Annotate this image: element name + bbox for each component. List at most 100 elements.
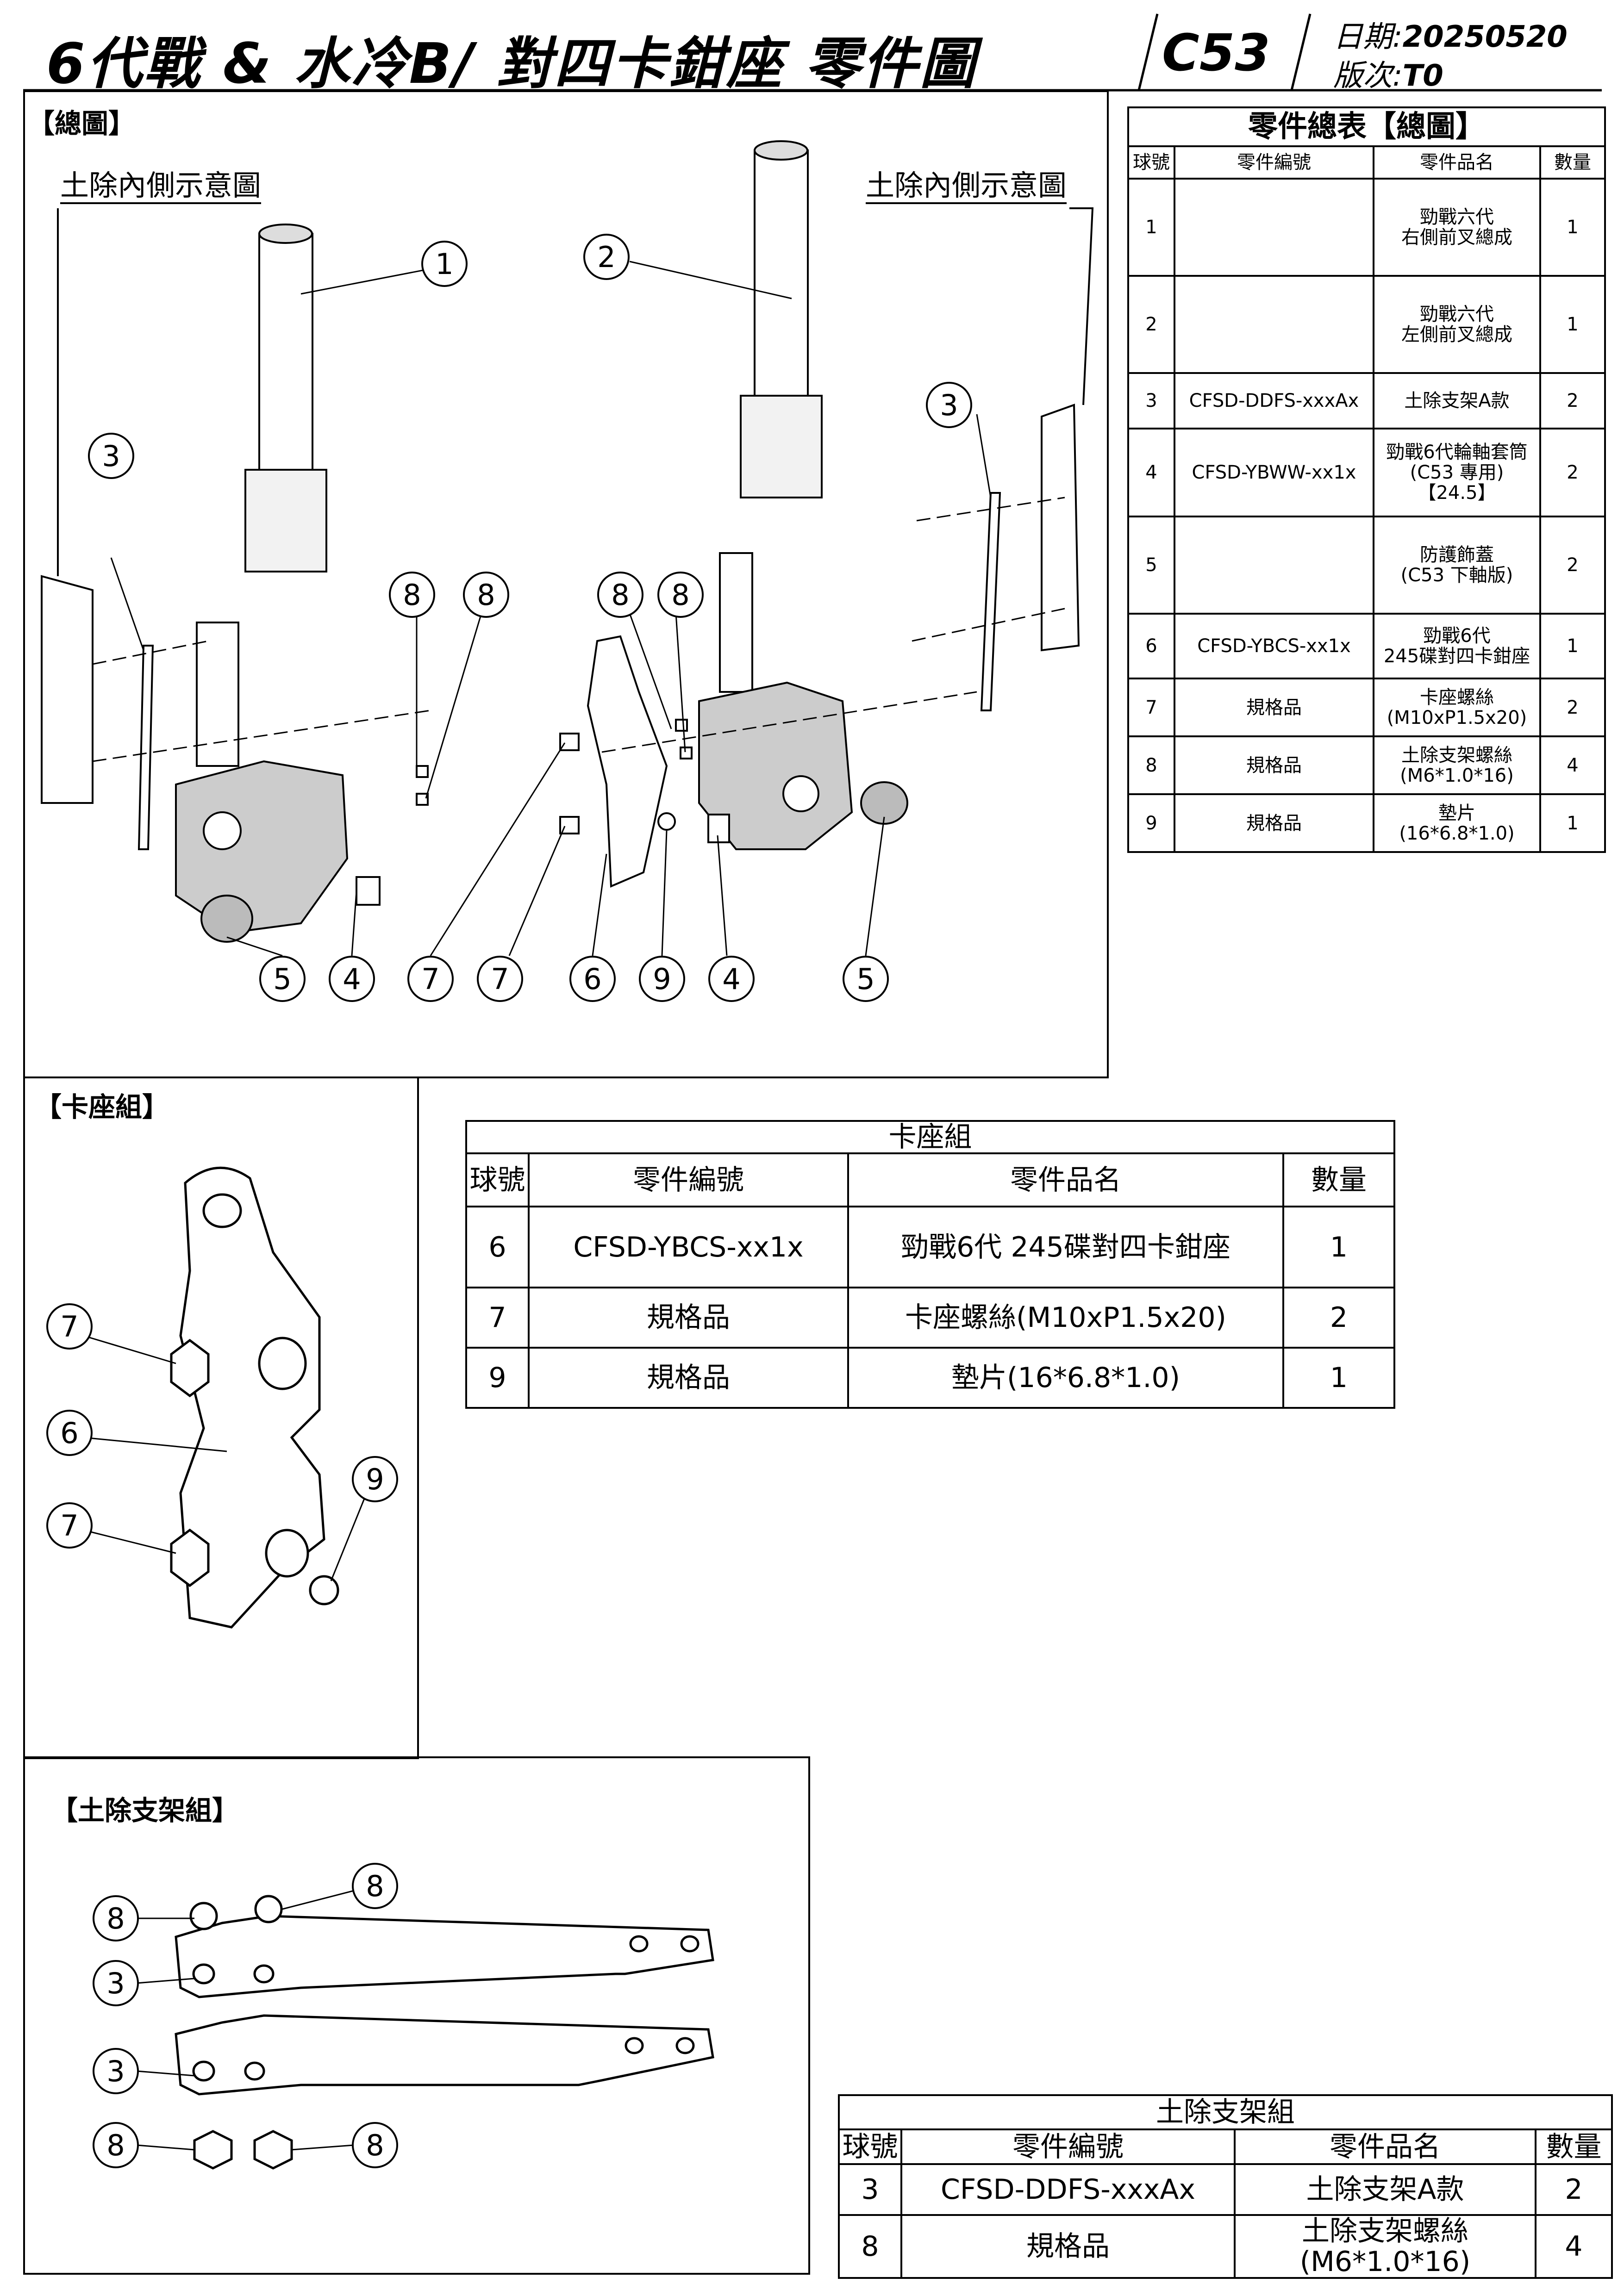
caliper-cell: CFSD-YBCS-xx1x bbox=[528, 1206, 849, 1288]
callout-4b bbox=[708, 956, 755, 1002]
callout-4a bbox=[329, 956, 375, 1002]
caliper-cell: 2 bbox=[1282, 1287, 1395, 1349]
fender-cell: 4 bbox=[1535, 2214, 1613, 2279]
caliper-cell: 墊片(16*6.8*1.0) bbox=[847, 1347, 1284, 1409]
caliper-cell: 勁戰6代 245碟對四卡鉗座 bbox=[847, 1206, 1284, 1288]
svg-text:3: 3 bbox=[106, 1966, 125, 2000]
svg-text:8: 8 bbox=[403, 578, 421, 612]
callout-3b bbox=[926, 382, 972, 428]
svg-text:8: 8 bbox=[366, 2128, 384, 2162]
caliper-cell: 6 bbox=[465, 1206, 530, 1288]
summary-header-partno: 零件編號 bbox=[1174, 145, 1374, 180]
summary-cell: 規格品 bbox=[1174, 678, 1374, 737]
fender-drawing: 8 8 3 3 8 8 bbox=[93, 1863, 714, 2170]
summary-cell: 2 bbox=[1539, 516, 1606, 615]
svg-text:8: 8 bbox=[106, 2128, 125, 2162]
fender-group-panel bbox=[23, 1756, 810, 2275]
svg-text:4: 4 bbox=[343, 962, 361, 996]
svg-text:7: 7 bbox=[491, 962, 509, 996]
summary-cell: 2 bbox=[1127, 275, 1175, 374]
svg-text:9: 9 bbox=[653, 962, 671, 996]
overview-label: 【總圖】 bbox=[28, 108, 136, 139]
callout-8c bbox=[597, 572, 643, 618]
summary-cell: 勁戰6代 245碟對四卡鉗座 bbox=[1373, 613, 1541, 679]
caliper-cell: 7 bbox=[465, 1287, 530, 1349]
summary-caption: 零件總表【總圖】 bbox=[1127, 106, 1606, 147]
caliper-header-no: 球號 bbox=[465, 1152, 530, 1207]
fender-cell: 3 bbox=[838, 2163, 902, 2216]
caliper-drawing: 7 6 7 9 bbox=[46, 1166, 398, 1629]
summary-cell: 4 bbox=[1127, 428, 1175, 517]
svg-text:8: 8 bbox=[611, 578, 629, 612]
version-line: 版次:T0 bbox=[1333, 52, 1443, 94]
summary-cell: CFSD-DDFS-xxxAx bbox=[1174, 372, 1374, 429]
svg-text:6: 6 bbox=[583, 962, 601, 996]
summary-header-qty: 數量 bbox=[1539, 145, 1606, 180]
svg-text:4: 4 bbox=[722, 962, 740, 996]
fender-cell: 土除支架螺絲 (M6*1.0*16) bbox=[1234, 2214, 1537, 2279]
summary-cell: 勁戰6代輪軸套筒 (C53 專用) 【24.5】 bbox=[1373, 428, 1541, 517]
callout-5b bbox=[843, 956, 889, 1002]
caliper-group-label: 【卡座組】 bbox=[35, 1091, 169, 1123]
summary-cell: 墊片 (16*6.8*1.0) bbox=[1373, 793, 1541, 853]
callout-1 bbox=[421, 241, 468, 287]
callout-8d bbox=[657, 572, 704, 618]
svg-text:7: 7 bbox=[60, 1310, 78, 1344]
fender-cell: 8 bbox=[838, 2214, 902, 2279]
svg-text:6: 6 bbox=[60, 1416, 78, 1450]
note-inner-left: 土除內側示意圖 bbox=[60, 162, 262, 204]
summary-cell: 6 bbox=[1127, 613, 1175, 679]
summary-cell: 5 bbox=[1127, 516, 1175, 615]
fender-header-partno: 零件編號 bbox=[900, 2128, 1236, 2165]
caliper-cell: 規格品 bbox=[528, 1287, 849, 1349]
summary-cell: 土除支架A款 bbox=[1373, 372, 1541, 429]
fender-table-caption: 土除支架組 bbox=[838, 2094, 1613, 2130]
summary-cell: 4 bbox=[1539, 735, 1606, 795]
fender-callout-numbers: 8 8 3 3 8 8 bbox=[106, 1869, 384, 2162]
svg-text:3: 3 bbox=[940, 388, 958, 422]
svg-text:2: 2 bbox=[597, 240, 615, 274]
note-inner-right: 土除內側示意圖 bbox=[866, 162, 1067, 204]
date-label: 日期: bbox=[1333, 20, 1403, 54]
summary-cell bbox=[1174, 178, 1374, 277]
svg-text:7: 7 bbox=[60, 1509, 78, 1543]
svg-text:3: 3 bbox=[106, 2054, 125, 2088]
version-value: T0 bbox=[1402, 59, 1443, 93]
fender-header-name: 零件品名 bbox=[1234, 2128, 1537, 2165]
summary-cell: 1 bbox=[1539, 613, 1606, 679]
summary-cell: 2 bbox=[1539, 372, 1606, 429]
caliper-cell: 1 bbox=[1282, 1347, 1395, 1409]
overview-callout-numbers: 1 2 3 3 8 8 8 8 5 4 7 7 6 9 4 5 bbox=[102, 240, 958, 996]
callout-8a bbox=[389, 572, 435, 618]
svg-text:7: 7 bbox=[421, 962, 439, 996]
fork-right-shape bbox=[175, 224, 349, 934]
overview-panel bbox=[23, 90, 1109, 1078]
caliper-header-qty: 數量 bbox=[1282, 1152, 1395, 1207]
summary-cell bbox=[1174, 275, 1374, 374]
fork-left-shape bbox=[698, 140, 853, 850]
fender-cell: CFSD-DDFS-xxxAx bbox=[900, 2163, 1236, 2216]
summary-cell: 3 bbox=[1127, 372, 1175, 429]
summary-cell: 勁戰六代 左側前叉總成 bbox=[1373, 275, 1541, 374]
date-line: 日期:20250520 bbox=[1333, 13, 1568, 56]
version-label: 版次: bbox=[1333, 59, 1403, 93]
callout-3a bbox=[88, 433, 134, 479]
callout-2 bbox=[583, 234, 630, 280]
fender-header-no: 球號 bbox=[838, 2128, 902, 2165]
fender-cell: 2 bbox=[1535, 2163, 1613, 2216]
svg-text:9: 9 bbox=[366, 1462, 384, 1496]
callout-5a bbox=[259, 956, 306, 1002]
overview-drawing: 1 2 3 3 8 8 8 8 5 4 7 7 6 9 4 5 bbox=[41, 140, 1094, 1002]
